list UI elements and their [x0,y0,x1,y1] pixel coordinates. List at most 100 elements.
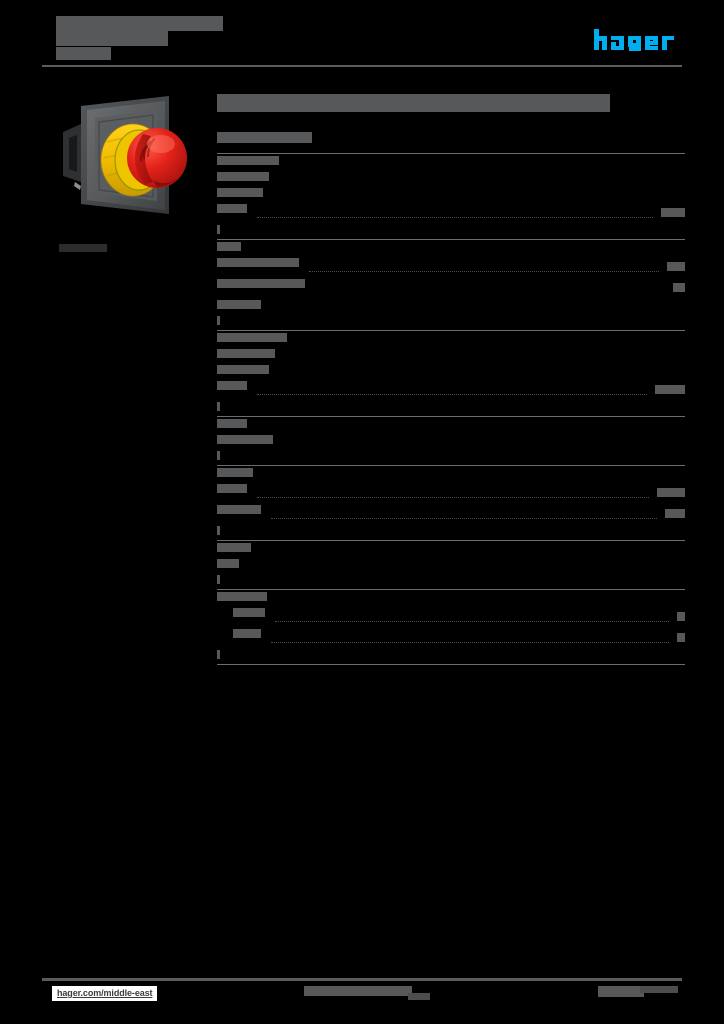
spec-group-divider [217,416,685,417]
spec-label [217,225,226,234]
spec-value [651,381,685,399]
spec-label-text [217,258,299,267]
spec-label [217,505,267,514]
spec-group-divider [217,330,685,331]
spec-label [217,435,279,444]
spec-row [217,363,685,379]
spec-value-text [665,509,685,518]
spec-row [217,256,685,277]
spec-label-text [217,316,220,325]
spec-table-bottom-divider [217,664,685,665]
spec-value [657,204,685,222]
spec-label [233,629,267,638]
spec-label [217,451,226,460]
footer-website-link[interactable]: hager.com/middle-east [52,986,158,1001]
spec-row [217,240,685,256]
spec-row [217,347,685,363]
spec-group [217,590,685,664]
footer-center-text-small [408,993,430,1000]
spec-group-divider [217,239,685,240]
spec-leader-dots [285,353,677,362]
spec-label-text [217,543,251,552]
spec-leader-dots [297,337,677,346]
spec-leader-dots [271,509,657,519]
spec-row [217,606,685,627]
spec-label-text [217,419,247,428]
spec-row [217,433,685,449]
spec-label [217,402,226,411]
spec-value [673,608,685,626]
spec-leader-dots [230,455,677,464]
spec-label [217,543,257,552]
document-title-line-1-extra [168,16,223,31]
spec-label-text [233,629,261,638]
spec-label-text [217,242,241,251]
spec-label [217,333,293,342]
spec-row [217,202,685,223]
spec-value [669,279,685,297]
hager-logo [594,29,676,51]
spec-label-text [233,608,265,617]
section-label [217,132,312,143]
spec-leader-dots [257,423,677,432]
spec-label [217,592,273,601]
spec-group [217,541,685,589]
specifications-table [217,153,685,665]
spec-row [217,648,685,664]
spec-leader-dots [257,488,649,498]
spec-row [217,482,685,503]
spec-leader-dots [309,262,659,272]
spec-leader-dots [283,439,677,448]
spec-leader-dots [279,369,677,378]
spec-label [217,300,267,309]
spec-row [217,314,685,330]
spec-group-divider [217,153,685,154]
spec-leader-dots [261,547,677,556]
spec-label [217,279,311,288]
spec-row [217,590,685,606]
spec-leader-dots [271,304,677,313]
spec-leader-dots [315,283,665,292]
spec-row [217,223,685,239]
spec-row [217,557,685,573]
spec-label [217,484,253,493]
spec-row [217,541,685,557]
spec-label [217,526,226,535]
spec-leader-dots [230,320,677,329]
spec-row [217,170,685,186]
spec-label [217,575,226,584]
spec-group [217,240,685,330]
spec-leader-dots [277,596,677,605]
document-title-line-2 [56,31,168,46]
main-content [217,86,685,665]
spec-leader-dots [275,612,669,622]
page-footer: hager.com/middle-east [42,984,682,1008]
spec-label-text [217,650,220,659]
spec-value-text [673,283,685,292]
spec-group [217,331,685,416]
spec-row [217,400,685,416]
spec-label-text [217,484,247,493]
spec-leader-dots [230,229,677,238]
spec-label [217,468,259,477]
spec-label-text [217,300,261,309]
spec-leader-dots [230,406,677,415]
spec-label [217,559,245,568]
spec-label-text [217,365,269,374]
spec-label [217,365,275,374]
spec-label-text [217,526,220,535]
spec-label [217,172,275,181]
emergency-stop-button-image [63,96,187,214]
spec-group-divider [217,465,685,466]
spec-row [217,331,685,347]
spec-label-text [217,451,220,460]
spec-label-text [217,225,220,234]
spec-label-text [217,402,220,411]
footer-right-text-small [640,986,678,993]
spec-leader-dots [230,530,677,539]
spec-label-text [217,172,269,181]
spec-leader-dots [279,176,677,185]
product-caption [59,244,107,252]
spec-label [217,204,253,213]
